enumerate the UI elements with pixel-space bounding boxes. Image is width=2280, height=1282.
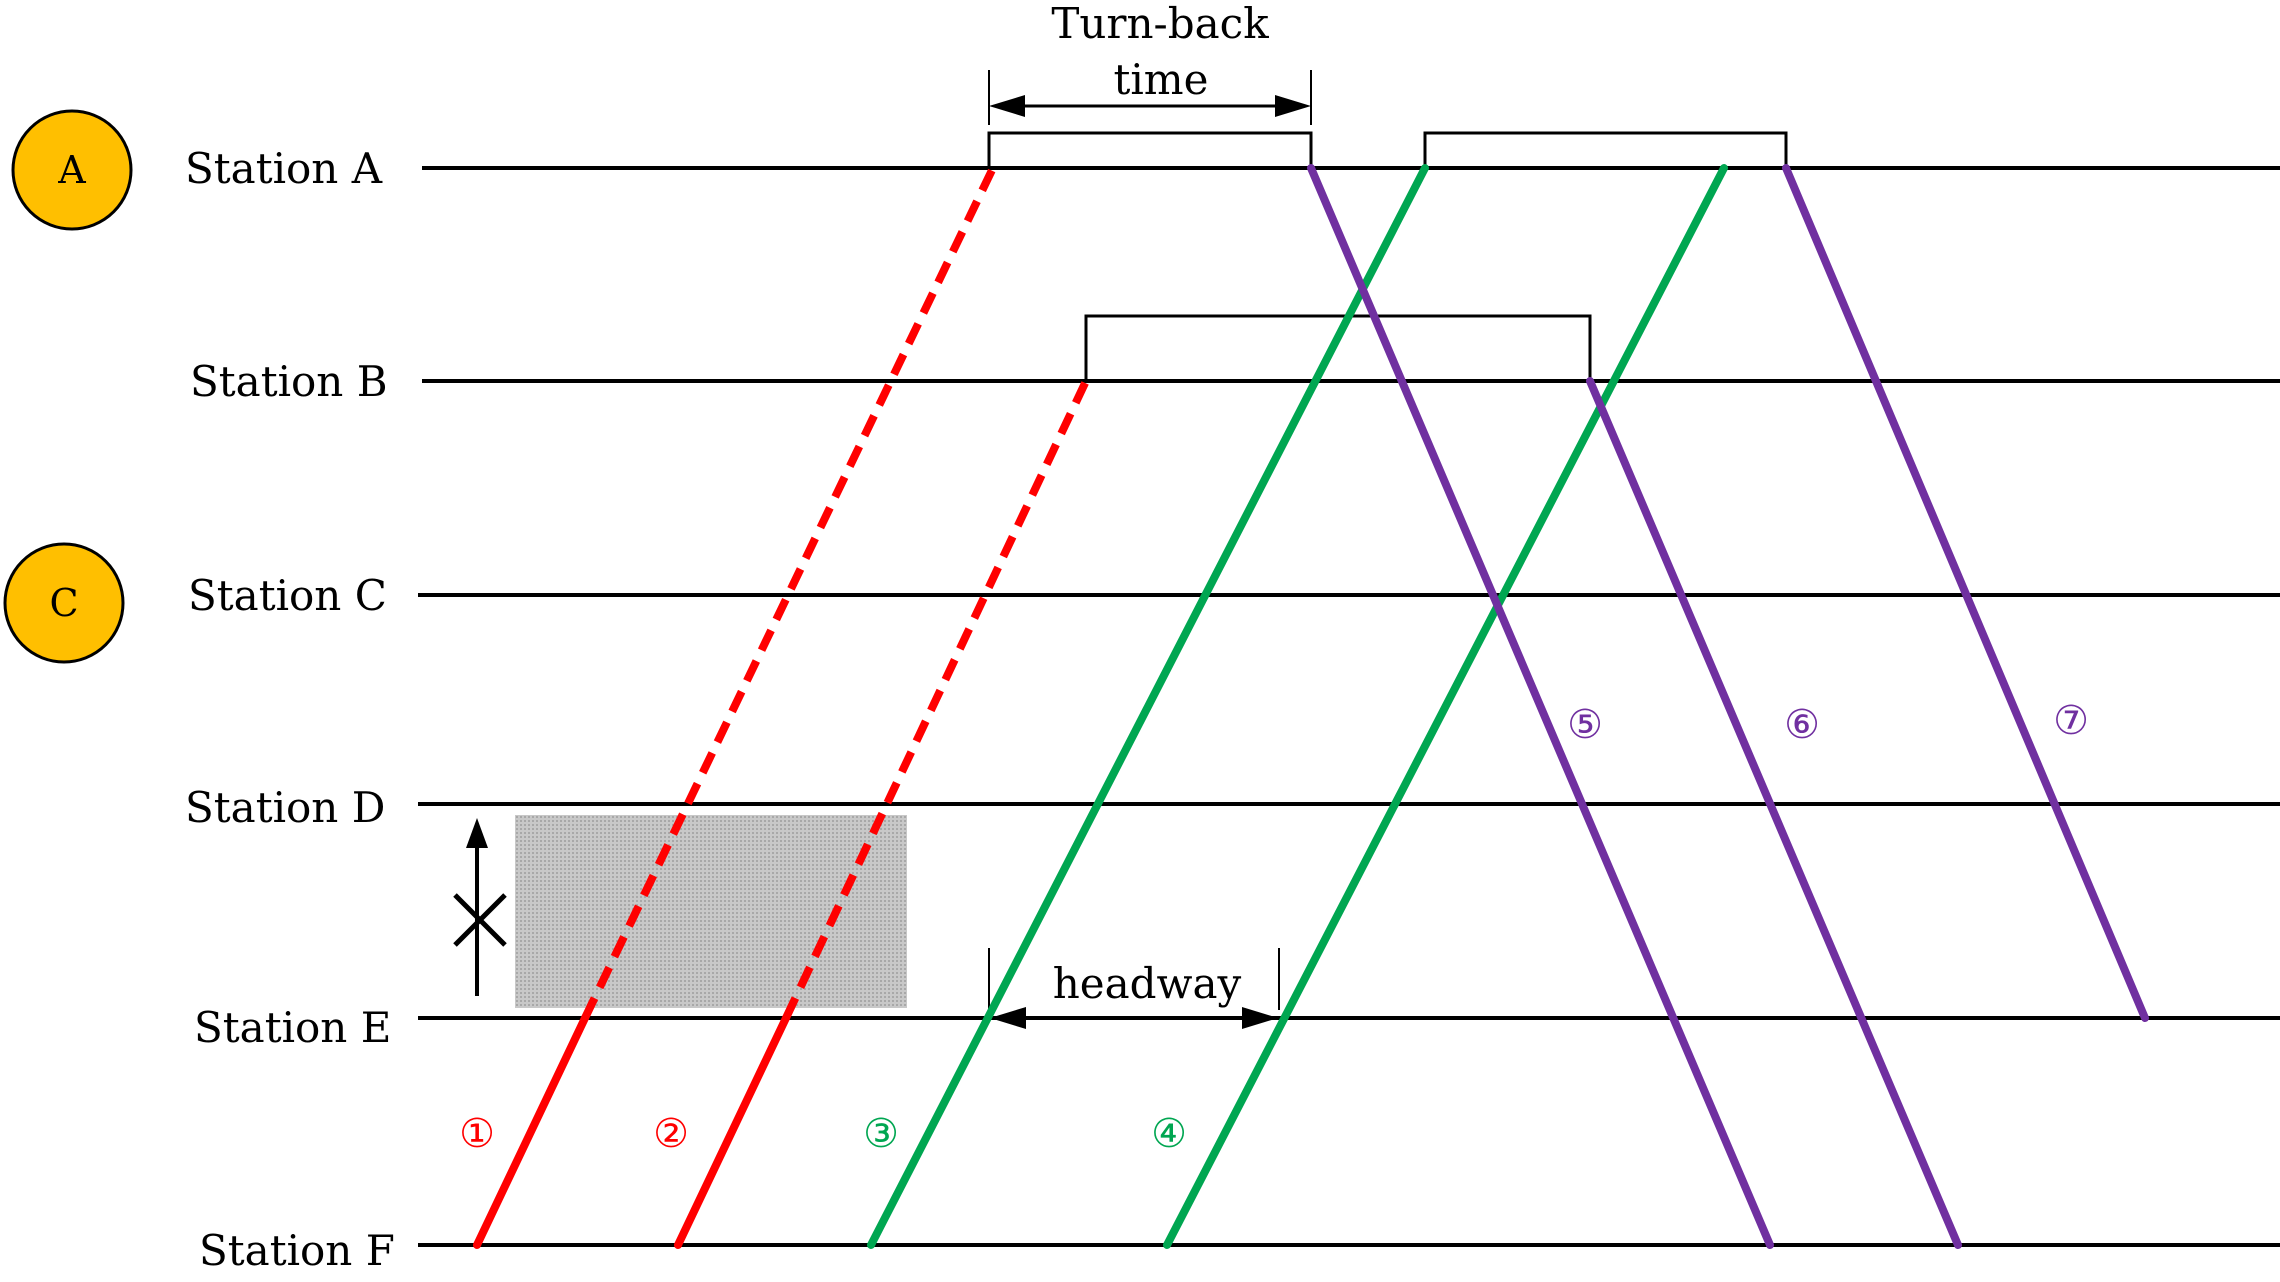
turnback-bracket-3 bbox=[1084, 314, 1592, 381]
station-label-b: Station B bbox=[190, 357, 388, 406]
train-1-solid bbox=[473, 1014, 589, 1249]
station-label-c: Station C bbox=[188, 571, 387, 620]
train-4 bbox=[1163, 164, 1728, 1249]
train-2-dashed bbox=[782, 379, 1090, 1020]
train-1-dashed bbox=[581, 166, 997, 1020]
train-7 bbox=[1782, 164, 2149, 1022]
turnback-bracket-2 bbox=[1423, 131, 1788, 168]
turnback-label-line1: Turn-back bbox=[1051, 0, 1269, 48]
train-5 bbox=[1307, 164, 1774, 1249]
train-2-solid bbox=[674, 1014, 790, 1249]
train-label-2: ② bbox=[653, 1111, 689, 1157]
badge-a-circle bbox=[11, 109, 133, 231]
train-label-7: ⑦ bbox=[2053, 698, 2089, 744]
headway-dimension bbox=[988, 948, 1280, 1029]
badge-a-label: A bbox=[57, 148, 86, 192]
turnback-bracket-1 bbox=[987, 131, 1313, 168]
train-label-3: ③ bbox=[863, 1111, 899, 1157]
train-label-5: ⑤ bbox=[1567, 702, 1603, 748]
train-paths bbox=[473, 164, 2149, 1249]
station-lines bbox=[418, 166, 2280, 1247]
train-3 bbox=[867, 164, 1429, 1249]
train-label-1: ① bbox=[459, 1111, 495, 1157]
turnback-label-line2: time bbox=[1114, 55, 1209, 104]
train-label-4: ④ bbox=[1151, 1111, 1187, 1157]
station-label-a: Station A bbox=[185, 144, 383, 193]
train-6 bbox=[1586, 377, 1962, 1249]
train-label-6: ⑥ bbox=[1784, 702, 1820, 748]
station-label-f: Station F bbox=[199, 1226, 395, 1275]
badge-c-circle bbox=[3, 542, 125, 664]
badge-c-label: C bbox=[49, 581, 78, 625]
turnback-brackets bbox=[987, 131, 1788, 381]
station-label-e: Station E bbox=[194, 1003, 391, 1052]
turnback-dimension bbox=[988, 70, 1312, 125]
station-label-d: Station D bbox=[185, 783, 385, 832]
blocked-section bbox=[515, 815, 907, 1008]
headway-label: headway bbox=[1053, 959, 1242, 1008]
blocked-arrow-icon bbox=[453, 818, 507, 996]
